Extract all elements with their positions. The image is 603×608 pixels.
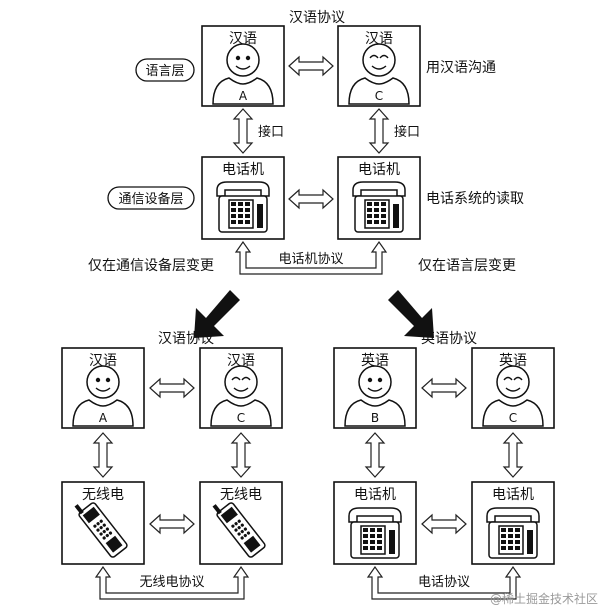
br-person-c-letter: C	[509, 411, 517, 425]
top-change-left: 仅在通信设备层变更	[88, 257, 214, 274]
bl-person-link-arrow-icon	[149, 378, 195, 398]
bl-person-a-letter: A	[99, 411, 108, 425]
bl-device-link-arrow-icon	[149, 514, 195, 534]
arrow-down-right-icon	[388, 290, 434, 338]
br-phone-right-icon	[486, 507, 540, 559]
person-c-smile-face-icon	[348, 43, 410, 105]
br-protocol-label: 英语协议	[421, 330, 477, 347]
br-device-right-box: 电话机	[471, 481, 555, 565]
top-note-device: 电话系统的读取	[426, 190, 524, 207]
bl-device-left-label: 无线电	[82, 487, 124, 503]
bl-person-c-smile-face-icon	[210, 365, 272, 427]
bl-person-c-box: 汉语 C	[199, 347, 283, 429]
top-device-protocol-label: 电话机协议	[278, 252, 343, 267]
bl-interface-left-arrow-icon	[93, 432, 113, 478]
layer-language-text: 语言层	[145, 64, 184, 79]
top-device-left-box: 电话机	[201, 156, 285, 240]
br-device-left-label: 电话机	[354, 487, 396, 503]
person-a-happy-face-icon	[212, 43, 274, 105]
top-person-c-letter: C	[375, 89, 383, 103]
bl-person-c-lang: 汉语	[227, 353, 255, 369]
br-person-b-happy-face-icon	[344, 365, 406, 427]
br-device-protocol-label: 电话协议	[418, 575, 470, 590]
br-device-left-box: 电话机	[333, 481, 417, 565]
bl-interface-right-arrow-icon	[231, 432, 251, 478]
top-interface-right-label: 接口	[394, 124, 420, 140]
top-device-protocol-bracket	[234, 240, 388, 275]
top-note-language: 用汉语沟通	[426, 60, 496, 76]
br-person-b-box: 英语 B	[333, 347, 417, 429]
br-person-link-arrow-icon	[421, 378, 467, 398]
bl-protocol-label: 汉语协议	[158, 331, 214, 347]
br-device-link-arrow-icon	[421, 514, 467, 534]
top-device-link-arrow-icon	[288, 189, 334, 209]
br-phone-left-icon	[348, 507, 402, 559]
top-person-a-letter: A	[239, 89, 248, 103]
bl-person-a-lang: 汉语	[89, 353, 117, 369]
bl-device-protocol-label: 无线电协议	[139, 575, 204, 590]
br-person-c-lang: 英语	[499, 352, 527, 369]
top-interface-left-label: 接口	[258, 124, 284, 140]
top-phone-right-icon	[352, 181, 406, 233]
bl-person-c-letter: C	[237, 411, 245, 425]
top-person-a-lang: 汉语	[229, 31, 257, 47]
br-person-b-letter: B	[371, 411, 379, 425]
br-device-right-label: 电话机	[492, 487, 534, 503]
layer-label-comm: 通信设备层	[107, 186, 195, 210]
top-person-c-box: 汉语 C	[337, 25, 421, 107]
top-phone-left-icon	[216, 181, 270, 233]
arrow-down-left-icon	[194, 290, 240, 338]
layer-label-language: 语言层	[135, 58, 195, 82]
top-protocol-label: 汉语协议	[289, 10, 345, 26]
br-interface-left-arrow-icon	[365, 432, 385, 478]
br-person-c-box: 英语 C	[471, 347, 555, 429]
bl-person-a-happy-face-icon	[72, 365, 134, 427]
bl-person-a-box: 汉语 A	[61, 347, 145, 429]
bl-device-protocol-bracket	[94, 565, 250, 600]
top-person-c-lang: 汉语	[365, 31, 393, 47]
watermark: @稀土掘金技术社区	[490, 591, 598, 606]
br-device-protocol-bracket	[366, 565, 522, 600]
br-person-b-lang: 英语	[361, 352, 389, 369]
top-interface-left-arrow-icon	[233, 108, 253, 154]
top-device-right-label: 电话机	[358, 162, 400, 178]
top-interface-right-arrow-icon	[369, 108, 389, 154]
top-change-right: 仅在语言层变更	[418, 258, 516, 274]
top-person-a-box: 汉语 A	[201, 25, 285, 107]
layer-comm-text: 通信设备层	[118, 191, 183, 207]
br-interface-right-arrow-icon	[503, 432, 523, 478]
bl-device-right-label: 无线电	[220, 487, 262, 503]
bl-device-left-box: 无线电	[61, 481, 145, 565]
bl-device-right-box: 无线电	[199, 481, 283, 565]
top-device-right-box: 电话机	[337, 156, 421, 240]
top-device-left-label: 电话机	[222, 162, 264, 178]
br-person-c-smile-face-icon	[482, 365, 544, 427]
top-person-link-arrow-icon	[288, 56, 334, 76]
